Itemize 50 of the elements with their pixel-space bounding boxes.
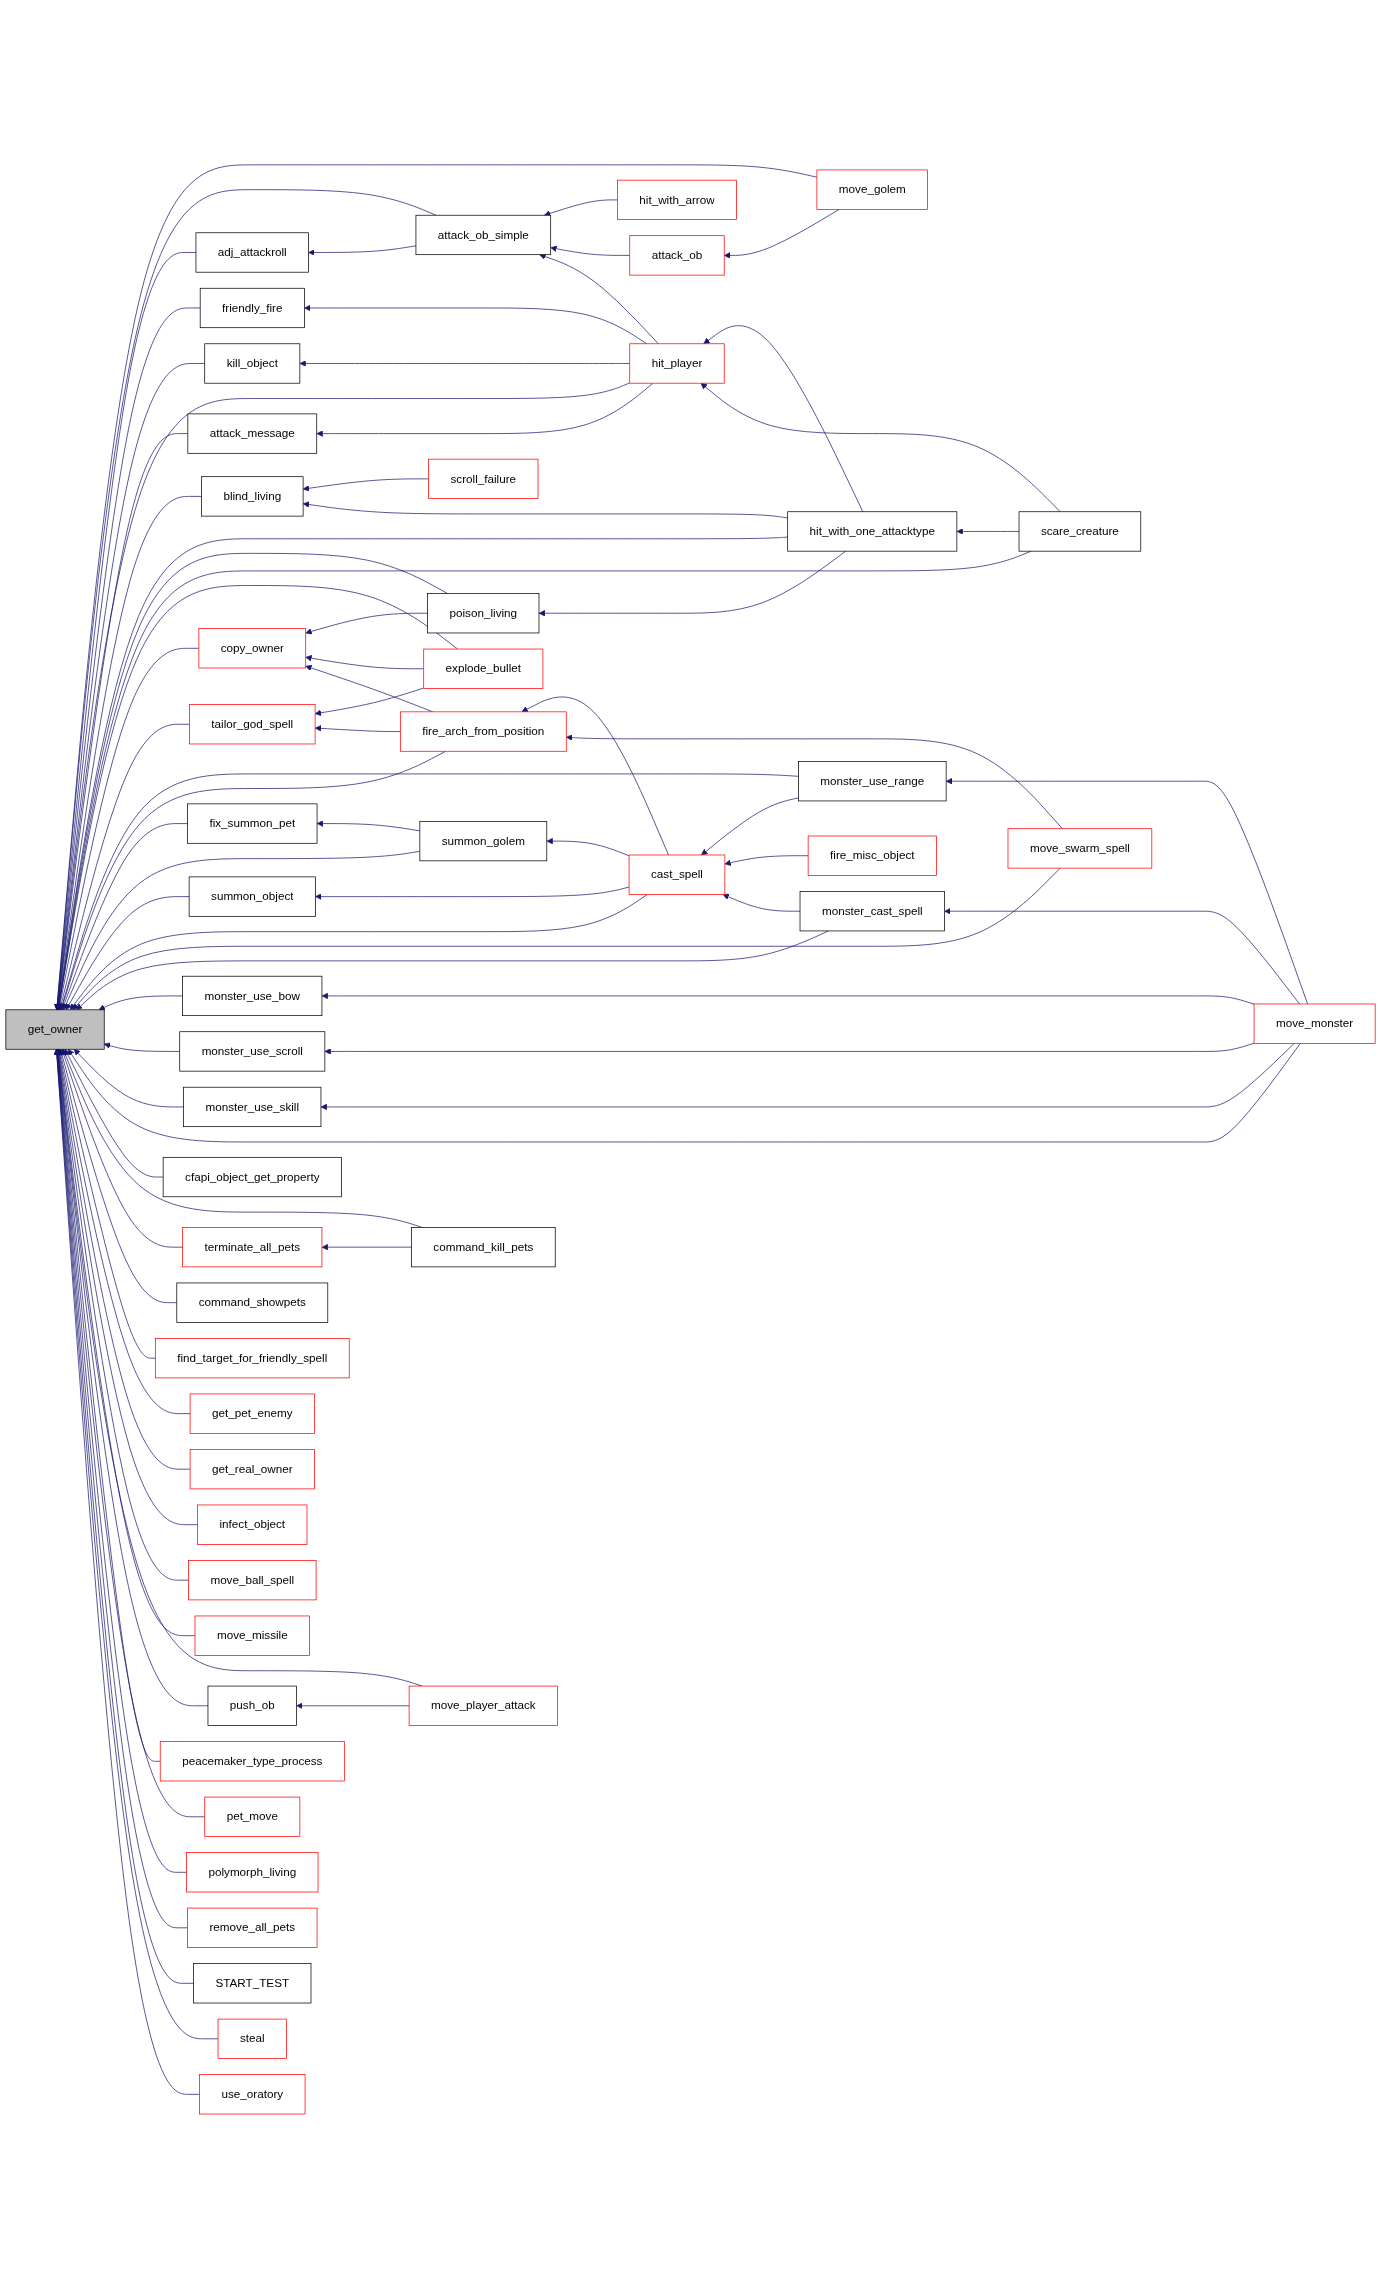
node-box: START_TEST — [193, 1963, 312, 2004]
node-box: monster_use_bow — [182, 975, 323, 1017]
node-box: kill_object — [204, 343, 301, 384]
node-box: hit_with_one_attacktype — [787, 511, 958, 552]
node-box: fire_arch_from_position — [400, 711, 567, 752]
node-box: move_golem — [816, 169, 928, 210]
node-box: fire_misc_object — [807, 835, 937, 876]
node-box: move_player_attack — [408, 1685, 558, 1726]
node-box: hit_with_arrow — [617, 179, 737, 221]
node-box: poison_living — [427, 593, 540, 634]
node-box: blind_living — [201, 476, 304, 517]
node-box: fix_summon_pet — [187, 803, 318, 844]
node-box: polymorph_living — [186, 1852, 319, 1893]
node-box: get_real_owner — [189, 1449, 315, 1490]
node-box: find_target_for_friendly_spell — [155, 1338, 350, 1379]
node-box: infect_object — [197, 1504, 308, 1545]
node-box: move_missile — [194, 1615, 310, 1656]
node-box: move_ball_spell — [188, 1560, 317, 1601]
node-box: get_owner — [5, 1009, 105, 1050]
node-box: scroll_failure — [428, 458, 539, 500]
node-box: hit_player — [629, 343, 725, 384]
node-box: terminate_all_pets — [182, 1227, 323, 1268]
node-box: command_showpets — [176, 1282, 329, 1323]
node-box: push_ob — [207, 1685, 297, 1726]
node-box: attack_ob_simple — [415, 214, 552, 256]
node-box: attack_ob — [629, 235, 725, 276]
node-box: adj_attackroll — [195, 232, 309, 273]
node-box: scare_creature — [1018, 511, 1142, 552]
node-box: peacemaker_type_process — [159, 1741, 345, 1782]
node-box: move_monster — [1253, 1003, 1376, 1044]
node-box: summon_golem — [419, 821, 548, 862]
node-box: get_pet_enemy — [189, 1393, 315, 1434]
node-box: command_kill_pets — [411, 1227, 556, 1268]
node-box: cast_spell — [628, 854, 726, 895]
node-box: steal — [217, 2018, 287, 2059]
node-box: monster_use_skill — [183, 1086, 322, 1128]
node-box: tailor_god_spell — [189, 704, 316, 745]
node-box: friendly_fire — [199, 287, 305, 329]
node-box: summon_object — [188, 876, 316, 917]
node-box: pet_move — [204, 1796, 301, 1837]
node-box: remove_all_pets — [187, 1907, 318, 1948]
node-box: attack_message — [187, 413, 318, 454]
node-box: use_oratory — [199, 2074, 306, 2115]
node-box: monster_use_range — [798, 761, 947, 802]
node-box: monster_use_scroll — [179, 1031, 326, 1072]
node-box: move_swarm_spell — [1007, 828, 1153, 869]
node-box: explode_bullet — [423, 648, 544, 689]
node-box: cfapi_object_get_property — [162, 1157, 342, 1198]
node-box: copy_owner — [198, 628, 307, 669]
node-box: monster_cast_spell — [799, 891, 945, 932]
